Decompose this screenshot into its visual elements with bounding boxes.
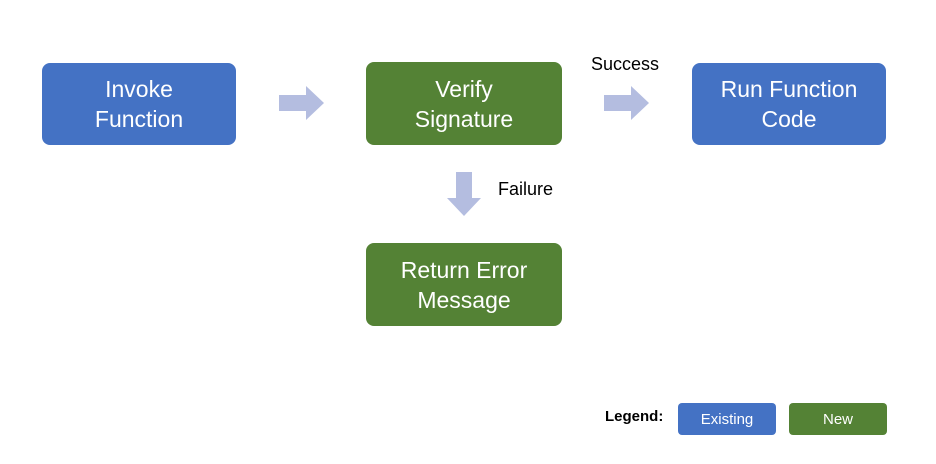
verify-signature-node: Verify Signature xyxy=(366,62,562,145)
node-label-line: Run Function xyxy=(720,76,858,102)
node-label-line: Return Error xyxy=(400,256,528,283)
node-label-line: Code xyxy=(761,106,817,132)
node-label-line: Signature xyxy=(414,105,514,132)
node-label-line: Message xyxy=(417,286,511,313)
node-label-line: Function xyxy=(94,106,184,132)
node-label-line: Verify xyxy=(435,75,493,102)
invoke-function-node: Invoke Function xyxy=(42,63,236,145)
success-label: Success xyxy=(591,54,660,74)
legend-existing-chip: Existing xyxy=(678,403,776,435)
return-error-message-node: Return Error Message xyxy=(366,243,562,326)
right-arrow-icon xyxy=(604,86,649,120)
node-label-line: Invoke xyxy=(105,76,173,102)
right-arrow-icon xyxy=(279,86,324,120)
legend-title: Legend: xyxy=(605,408,664,425)
run-function-code-node: Run Function Code xyxy=(692,63,886,145)
down-arrow-icon xyxy=(447,172,481,216)
failure-label: Failure xyxy=(498,179,554,199)
legend-new-chip: New xyxy=(789,403,887,435)
